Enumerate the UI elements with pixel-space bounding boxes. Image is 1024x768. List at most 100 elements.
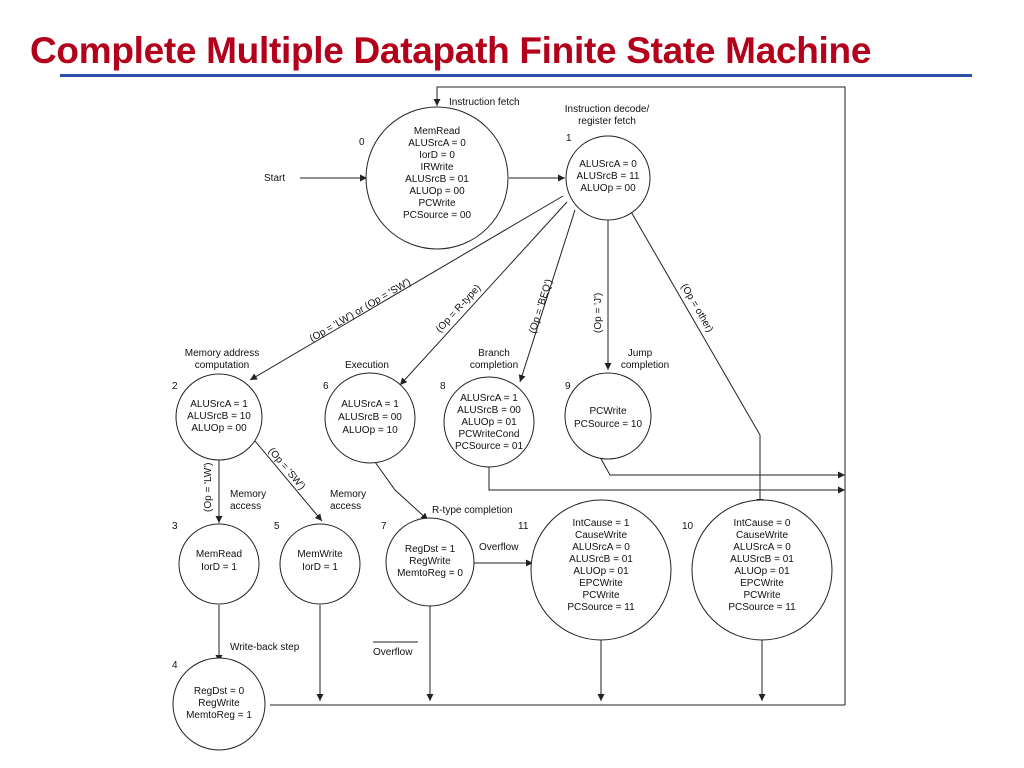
state-11-signal: ALUSrcA = 0 — [572, 542, 630, 553]
state-0-signal: ALUSrcA = 0 — [408, 138, 466, 149]
state-9-number: 9 — [565, 381, 571, 392]
state-11-signal: ALUOp = 01 — [573, 566, 629, 577]
title-underline — [60, 74, 972, 77]
state-10-signal: ALUSrcA = 0 — [733, 542, 791, 553]
state-11: 11 IntCause = 1 CauseWrite ALUSrcA = 0 A… — [518, 499, 672, 641]
state-1: 1 ALUSrcA = 0 ALUSrcB = 11 ALUOp = 00 — [565, 133, 651, 221]
state-7-number: 7 — [381, 521, 387, 532]
state-10: 10 IntCause = 0 CauseWrite ALUSrcA = 0 A… — [682, 499, 833, 641]
state-6-signal: ALUSrcB = 00 — [338, 412, 402, 423]
memory-access-label: access — [330, 501, 361, 512]
state-4-number: 4 — [172, 660, 178, 671]
state-10-signal: CauseWrite — [736, 530, 788, 541]
decode-label: Instruction decode/ — [565, 104, 650, 115]
state-6-circle — [324, 372, 416, 464]
state-0: 0 MemRead ALUSrcA = 0 IorD = 0 IRWrite A… — [359, 106, 509, 250]
other-condition: (Op = other) — [678, 282, 715, 334]
jump-condition: (Op = 'J') — [593, 293, 604, 333]
jump-completion-label: Jump — [628, 348, 653, 359]
write-back-label: Write-back step — [230, 642, 300, 653]
decode-to-exception-arrow — [629, 209, 764, 506]
rtype-condition: (Op = R-type) — [434, 283, 483, 335]
lw-condition: (Op = 'LW') — [203, 463, 214, 512]
branch-completion-label: Branch — [478, 348, 510, 359]
state-6-signal: ALUSrcA = 1 — [341, 399, 399, 410]
state-0-signal: IRWrite — [421, 162, 454, 173]
state-8-number: 8 — [440, 381, 446, 392]
state-11-signal: CauseWrite — [575, 530, 627, 541]
state-9-signal: PCSource = 10 — [574, 419, 643, 430]
state-10-number: 10 — [682, 521, 694, 532]
decode-label: register fetch — [578, 116, 636, 127]
state-0-signal: MemRead — [414, 126, 460, 137]
state-7-circle — [385, 517, 475, 607]
memory-address-label: Memory address — [185, 348, 259, 359]
state-1-signal: ALUSrcB = 11 — [577, 171, 640, 182]
state-9-signal: PCWrite — [589, 406, 626, 417]
state-0-signal: PCSource = 00 — [403, 210, 472, 221]
memaddr-to-memwrite-arrow — [249, 434, 323, 522]
state-1-signal: ALUSrcA = 0 — [579, 159, 637, 170]
state-10-signal: ALUSrcB = 01 — [730, 554, 794, 565]
transition-lines — [215, 86, 846, 706]
jump-return-arrow — [599, 456, 845, 479]
state-8-signal: ALUOp = 01 — [461, 417, 517, 428]
state-8-circle — [443, 376, 535, 468]
state-5-signal: MemWrite — [297, 549, 343, 560]
state-11-signal: PCWrite — [582, 590, 619, 601]
state-4-signal: RegDst = 0 — [194, 686, 245, 697]
state-4: 4 RegDst = 0 RegWrite MemtoReg = 1 — [172, 657, 266, 751]
slide-title: Complete Multiple Datapath Finite State … — [30, 30, 872, 71]
state-10-signal: ALUOp = 01 — [734, 566, 790, 577]
lw-or-sw-condition: (Op = 'LW') or (Op = 'SW') — [308, 277, 413, 345]
state-4-signal: MemtoReg = 1 — [186, 710, 252, 721]
state-2-signal: ALUOp = 00 — [191, 423, 247, 434]
state-9-circle — [564, 372, 652, 460]
state-4-signal: RegWrite — [198, 698, 240, 709]
state-3: 3 MemRead IorD = 1 — [172, 521, 260, 605]
state-0-circle — [365, 106, 509, 250]
state-7-signal: RegWrite — [409, 556, 451, 567]
execution-to-rtype-arrow — [374, 461, 429, 521]
state-5-number: 5 — [274, 521, 280, 532]
branch-completion-label: completion — [470, 360, 518, 371]
state-11-signal: ALUSrcB = 01 — [569, 554, 633, 565]
state-0-signal: ALUOp = 00 — [409, 186, 465, 197]
state-5-signal: IorD = 1 — [302, 562, 338, 573]
state-8-signal: ALUSrcB = 00 — [457, 405, 521, 416]
state-11-signal: IntCause = 1 — [573, 518, 630, 529]
state-9: 9 PCWrite PCSource = 10 — [564, 372, 652, 460]
state-10-signal: PCSource = 11 — [728, 602, 796, 613]
memory-address-label: computation — [195, 360, 249, 371]
memory-access-label: Memory — [330, 489, 366, 500]
state-2: 2 ALUSrcA = 1 ALUSrcB = 10 ALUOp = 00 — [172, 373, 263, 461]
state-3-signal: MemRead — [196, 549, 242, 560]
sw-condition: (Op = 'SW') — [266, 446, 307, 492]
state-2-signal: ALUSrcA = 1 — [190, 399, 248, 410]
state-8-signal: PCWriteCond — [459, 429, 520, 440]
state-4-circle — [172, 657, 266, 751]
state-7-signal: MemtoReg = 0 — [397, 568, 463, 579]
state-8: 8 ALUSrcA = 1 ALUSrcB = 00 ALUOp = 01 PC… — [440, 376, 535, 468]
state-7: 7 RegDst = 1 RegWrite MemtoReg = 0 — [381, 517, 475, 607]
state-6-number: 6 — [323, 381, 329, 392]
state-2-signal: ALUSrcB = 10 — [187, 411, 251, 422]
state-2-number: 2 — [172, 381, 178, 392]
state-0-signal: PCWrite — [418, 198, 455, 209]
beq-condition: (Op = 'BEQ') — [527, 278, 555, 335]
state-3-signal: IorD = 1 — [201, 562, 237, 573]
overflow-condition: Overflow — [479, 542, 519, 553]
jump-completion-label: completion — [621, 360, 669, 371]
state-0-signal: IorD = 0 — [419, 150, 455, 161]
branch-return-arrow — [488, 463, 845, 494]
state-8-signal: ALUSrcA = 1 — [460, 393, 518, 404]
state-11-number: 11 — [518, 521, 529, 532]
state-7-signal: RegDst = 1 — [405, 544, 456, 555]
state-8-signal: PCSource = 01 — [455, 441, 524, 452]
state-10-signal: EPCWrite — [740, 578, 784, 589]
instruction-fetch-label: Instruction fetch — [449, 97, 520, 108]
state-3-number: 3 — [172, 521, 178, 532]
state-11-signal: PCSource = 11 — [567, 602, 635, 613]
state-11-signal: EPCWrite — [579, 578, 623, 589]
